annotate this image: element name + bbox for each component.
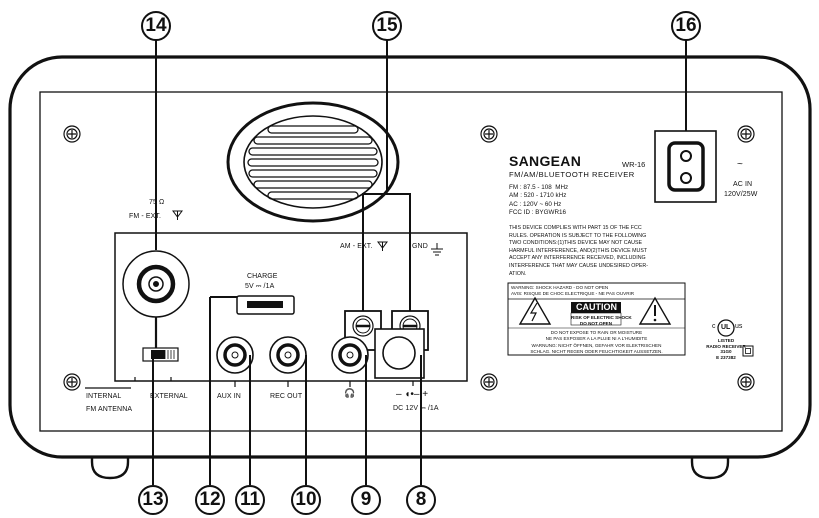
headphone-icon: 🎧 <box>344 388 356 398</box>
external-label: EXTERNAL <box>150 393 188 400</box>
callout-9: 9 <box>351 485 381 515</box>
ac-symbol: ~ <box>737 159 743 170</box>
speaker-grille <box>226 101 400 223</box>
screw-icon <box>63 373 81 391</box>
fm-ext-label: FM - EXT. <box>129 213 162 220</box>
ul-logo-text: UL <box>721 324 731 331</box>
ac-rating-label: 120V/25W <box>724 191 758 198</box>
screw-icon <box>737 373 755 391</box>
dc-rating-label: DC 12V ⎓ /1A <box>393 405 439 412</box>
brand-logo: SANGEAN <box>509 153 582 169</box>
dc-polarity-label: – ◖•– + <box>396 389 429 400</box>
dc-in-socket <box>374 328 425 379</box>
rec-out-label: REC OUT <box>270 393 303 400</box>
rec-out-jack <box>269 336 307 374</box>
rain-warning: DO NOT EXPOSE TO RAIN OR MOISTURE NE PAS… <box>545 330 648 341</box>
internal-label: INTERNAL <box>86 393 122 400</box>
ul-c-label: c <box>712 323 716 330</box>
warning-german: WARNUNG: NICHT ÖFFNEN, GEFAHR VOR ELEKTR… <box>530 343 663 354</box>
ul-listing-mark <box>717 319 735 337</box>
ul-us-label: us <box>735 323 743 330</box>
spec-list: FM : 87.5 - 108 MHz AM : 520 - 1710 kHz … <box>509 184 569 217</box>
fm-ext-socket <box>122 250 190 318</box>
aux-in-jack <box>216 336 254 374</box>
antenna-switch <box>142 347 179 362</box>
ac-in-label: AC IN <box>733 181 753 188</box>
ul-listing-text: LISTED RADIO RECEIVER 31G0 E 237382 <box>706 338 746 360</box>
charge-rating-label: 5V ⎓ /1A <box>245 283 275 290</box>
headphone-jack <box>331 336 369 374</box>
ac-inlet <box>654 130 717 203</box>
jack-panel <box>114 232 468 382</box>
lightning-warning-icon <box>518 296 552 325</box>
caution-title: CAUTION <box>576 302 617 312</box>
model-number: WR-16 <box>622 160 646 169</box>
screw-icons <box>63 125 755 391</box>
callout-8: 8 <box>406 485 436 515</box>
screw-icon <box>63 125 81 143</box>
fm-antenna-label: FM ANTENNA <box>86 406 133 413</box>
antenna-symbol-fm <box>172 210 183 220</box>
callout-13: 13 <box>138 485 168 515</box>
callout-leaders <box>152 36 687 485</box>
antenna-symbol-am <box>377 241 388 251</box>
round-jacks <box>216 336 369 374</box>
screw-icon <box>737 125 755 143</box>
warning-french: AVIS: RISQUE DE CHOC ELECTRIQUE - NE PAS… <box>511 291 635 296</box>
fcc-statement: THIS DEVICE COMPLIES WITH PART 15 OF THE… <box>509 225 649 277</box>
gnd-label: GND <box>412 243 428 250</box>
callout-15: 15 <box>372 11 402 41</box>
screw-icon <box>480 373 498 391</box>
screw-icon <box>480 125 498 143</box>
am-ext-label: AM - EXT. <box>340 243 373 250</box>
aux-in-label: AUX IN <box>217 393 241 400</box>
warning-english: WARNING: SHOCK HAZARD - DO NOT OPEN <box>511 285 609 290</box>
fm-impedance-label: 75 Ω <box>149 199 165 206</box>
callout-16: 16 <box>671 11 701 41</box>
ground-symbol <box>431 243 443 256</box>
caution-bar <box>571 302 621 313</box>
product-subtitle: FM/AM/BLUETOOTH RECEIVER <box>509 170 635 179</box>
charge-label: CHARGE <box>247 273 278 280</box>
callout-10: 10 <box>291 485 321 515</box>
callout-11: 11 <box>235 485 265 515</box>
caution-subtext: RISK OF ELECTRIC SHOCK DO NOT OPEN <box>571 315 632 326</box>
callout-12: 12 <box>195 485 225 515</box>
callout-14: 14 <box>141 11 171 41</box>
